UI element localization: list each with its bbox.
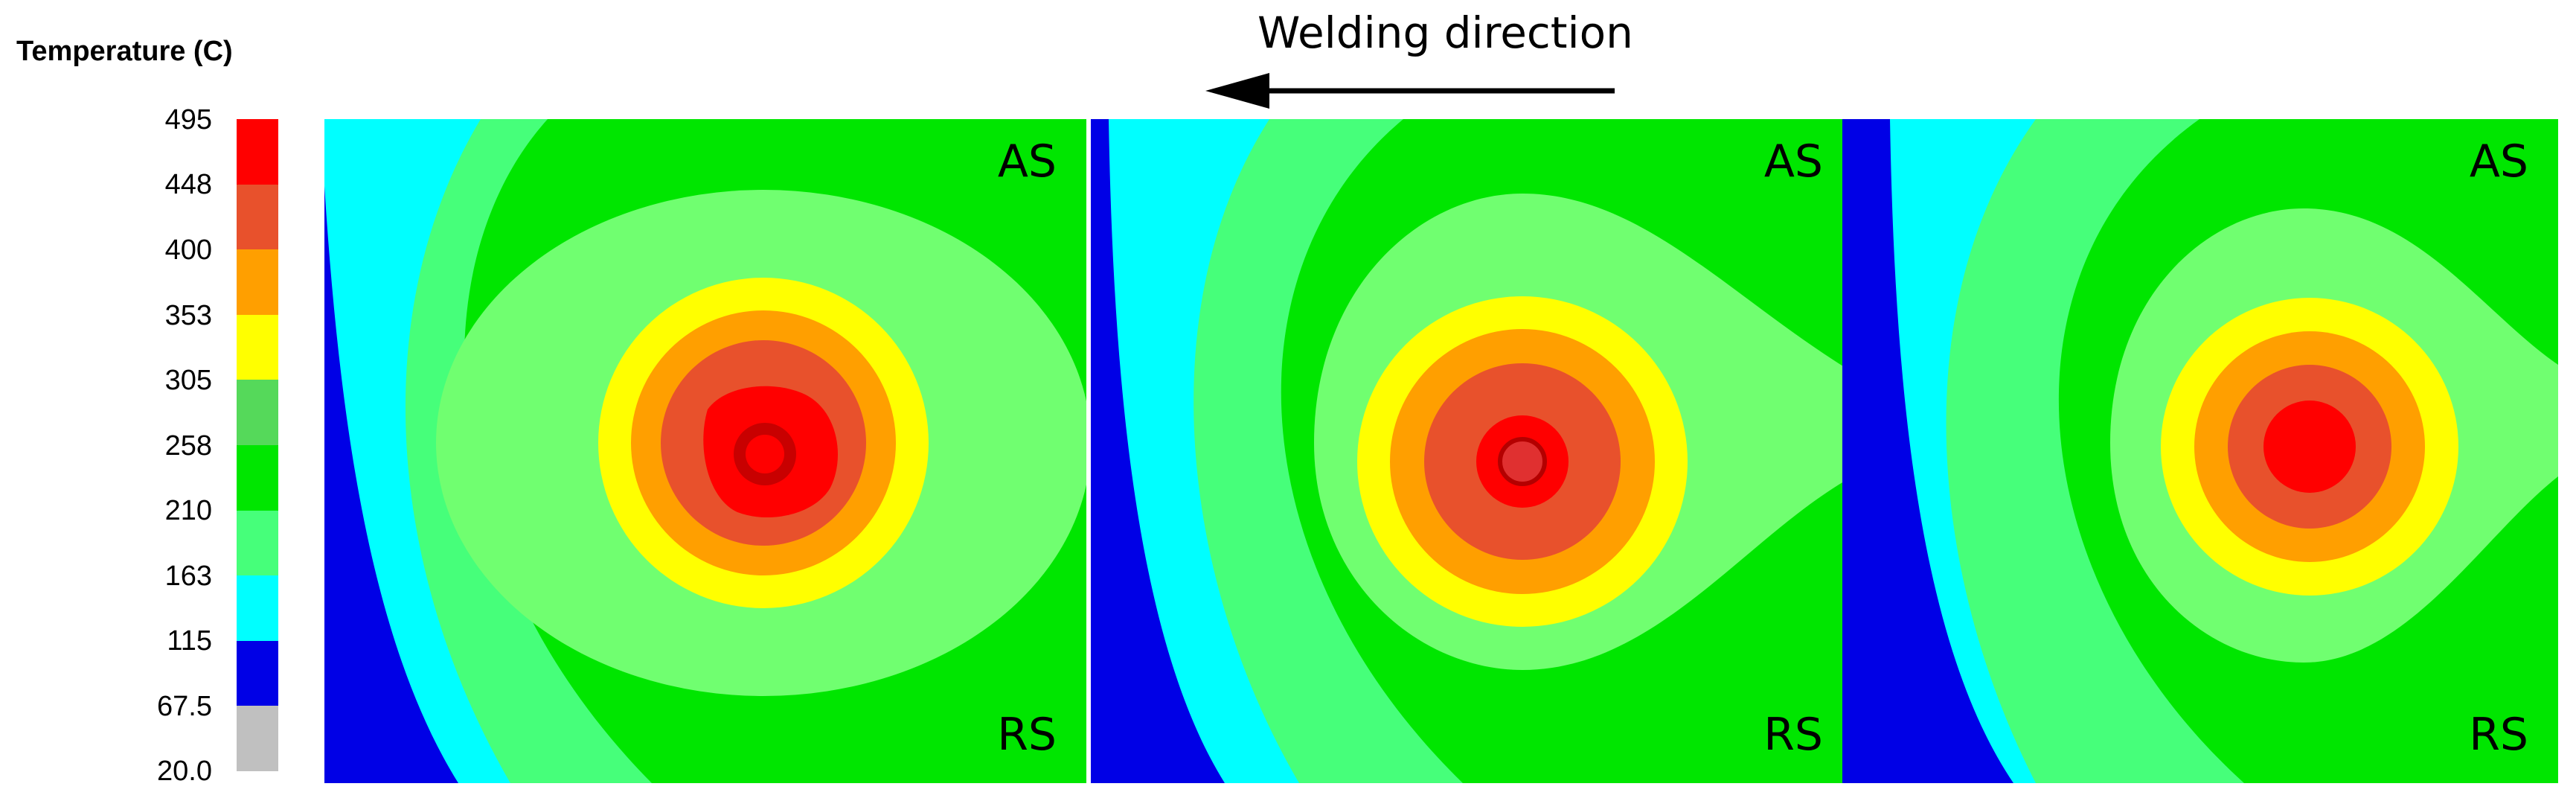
legend-tick: 305 — [164, 365, 212, 396]
color-swatch — [237, 575, 278, 641]
color-swatch — [237, 249, 278, 315]
retreating-side-label: RS — [1763, 709, 1823, 761]
advancing-side-label: AS — [997, 135, 1057, 188]
legend-title: Temperature (C) — [16, 36, 233, 67]
legend-tick: 115 — [167, 625, 212, 657]
legend-tick: 448 — [164, 169, 212, 200]
welding-direction-label: Welding direction — [1257, 7, 1633, 58]
legend-tick: 353 — [164, 300, 212, 331]
retreating-side-label: RS — [997, 709, 1057, 761]
color-swatch — [237, 119, 278, 185]
color-swatch — [237, 444, 278, 511]
color-swatch — [237, 706, 278, 771]
legend-tick: 20.0 — [157, 756, 212, 787]
legend-tick: 495 — [164, 104, 212, 135]
color-swatch — [237, 314, 278, 380]
color-swatch — [237, 640, 278, 706]
legend-tick: 400 — [164, 234, 212, 266]
temperature-contour-panel-2: AS RS — [1091, 119, 1853, 783]
legend-tick-labels: 495 448 400 353 305 258 210 163 115 67.5… — [0, 0, 223, 801]
advancing-side-label: AS — [2469, 135, 2528, 188]
color-swatch — [237, 184, 278, 250]
legend-tick: 258 — [164, 430, 212, 462]
legend-tick: 163 — [164, 561, 212, 592]
retreating-side-label: RS — [2469, 709, 2528, 761]
legend-tick: 67.5 — [157, 691, 212, 722]
advancing-side-label: AS — [1763, 135, 1823, 188]
temperature-contour-panel-1: AS RS — [324, 119, 1086, 783]
color-swatch — [237, 380, 278, 445]
temperature-contour-panel-3: AS RS — [1842, 119, 2558, 783]
color-swatch — [237, 510, 278, 576]
color-scale-bar — [237, 119, 278, 771]
legend-tick: 210 — [164, 495, 212, 526]
left-arrow-icon — [1205, 73, 1615, 109]
